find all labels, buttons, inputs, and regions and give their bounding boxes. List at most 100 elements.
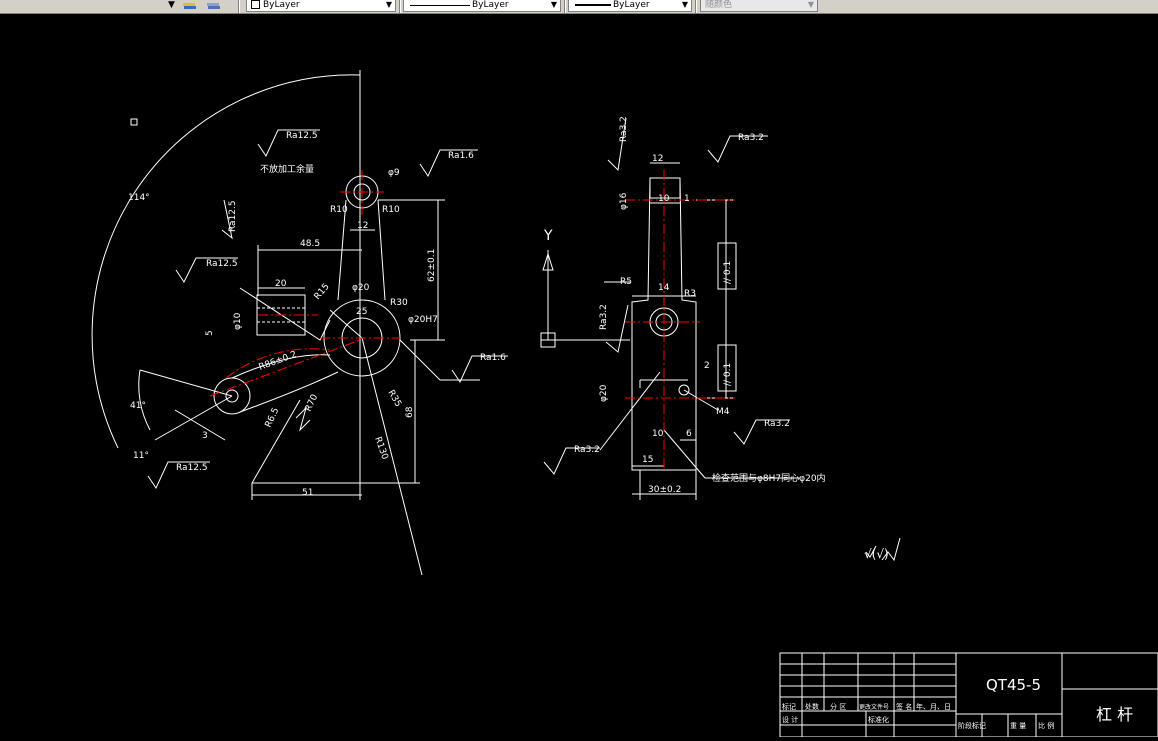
roughness-symbol	[543, 447, 600, 475]
dim-48-5: 48.5	[300, 239, 320, 249]
front-view	[91, 70, 508, 576]
dim-r15: R15	[313, 282, 332, 302]
title-block	[779, 652, 1158, 738]
tb-design-label: 设 计	[782, 715, 798, 724]
dim-14: 14	[658, 283, 670, 293]
inspect-leader	[663, 429, 706, 479]
parallelism-frame-b	[717, 344, 737, 392]
dim-5: 5	[205, 330, 215, 336]
tb-header-mark: 标记	[782, 702, 796, 711]
chevron-down-icon[interactable]: ▼	[681, 0, 688, 9]
slot-block	[256, 294, 306, 336]
m4-leader	[683, 389, 719, 411]
chevron-down-icon[interactable]: ▼	[550, 0, 557, 9]
side-centerlines	[625, 170, 735, 470]
tb-header-zone: 分 区	[830, 702, 846, 711]
lineweight-control[interactable]: ByLayer ▼	[568, 0, 692, 12]
dim-10: 10	[658, 194, 670, 204]
dim-1: 1	[684, 194, 690, 204]
layer-manager-icon[interactable]	[182, 1, 198, 13]
roughness-symbol	[607, 117, 627, 172]
drawing-area[interactable]: 114° 41° 11° Ra12.5 Ra1.6 不放加工余量 φ9 R10 …	[0, 14, 1158, 738]
left-boss-hole	[225, 389, 239, 403]
roughness-label: Ra12.5	[286, 131, 318, 141]
roughness-symbol	[451, 355, 508, 384]
angle-label-41: 41°	[130, 401, 146, 411]
roughness-symbol	[707, 135, 768, 163]
front-centerlines	[209, 170, 400, 397]
break-symbol	[295, 406, 311, 432]
lineweight-value: ByLayer	[613, 0, 650, 10]
chevron-down-icon[interactable]: ▼	[385, 0, 392, 9]
roughness-symbol	[221, 199, 233, 240]
dim-r3: R3	[684, 289, 696, 299]
angle-label-11: 11°	[133, 451, 149, 461]
tb-header-sign: 签 名	[896, 702, 912, 711]
dim-phi10: φ10	[233, 312, 243, 330]
tb-stage-label: 阶段标记	[958, 721, 986, 730]
roughness-symbol	[147, 461, 210, 490]
layer-dropdown-arrow[interactable]: ▼	[168, 0, 175, 10]
roughness-label: Ra3.2	[574, 445, 600, 455]
toolbar-separator	[399, 0, 401, 13]
tb-standard-label: 标准化	[868, 715, 889, 724]
layer-previous-icon[interactable]	[206, 1, 222, 13]
note-inspect: 检查范围与φ8H7同心φ20内	[712, 472, 826, 484]
roughness-symbol	[257, 129, 320, 158]
roughness-symbol	[175, 257, 238, 283]
dim-r30: R30	[390, 298, 408, 308]
top-lug	[649, 177, 681, 199]
grip-square[interactable]	[130, 118, 138, 126]
curved-arm-top	[231, 354, 331, 379]
note-allowance: 不放加工余量	[260, 163, 314, 175]
tb-header-date: 年、月、日	[916, 702, 951, 711]
part-name: 杠 杆	[1096, 705, 1133, 724]
dim-62: 62±0.1	[427, 249, 437, 282]
dim-3: 3	[202, 431, 208, 441]
dim-r10-left: R10	[330, 205, 348, 215]
dim-phi16: φ16	[619, 192, 629, 210]
roughness-note-symbol	[865, 537, 901, 562]
cad-drawing[interactable]: 114° 41° 11° Ra12.5 Ra1.6 不放加工余量 φ9 R10 …	[0, 14, 1158, 738]
side-view	[540, 117, 800, 500]
linetype-value: ByLayer	[472, 0, 509, 10]
dim-12-top: 12	[652, 154, 663, 164]
left-boss-outer	[213, 377, 251, 415]
roughness-label: Ra1.6	[448, 151, 474, 161]
dim-r70: R70	[304, 393, 321, 414]
dim-r130: R130	[372, 436, 390, 462]
color-swatch	[251, 0, 260, 9]
tb-weight-label: 重 量	[1010, 722, 1026, 730]
roughness-symbol	[733, 419, 790, 445]
linetype-control[interactable]: ByLayer ▼	[403, 0, 561, 12]
tb-header-doc: 更改文件号	[859, 703, 889, 711]
dim-phi20: φ20	[599, 384, 609, 402]
dim-r10-right: R10	[382, 205, 400, 215]
dim-6: 6	[686, 429, 692, 439]
toolbar-separator	[564, 0, 566, 13]
dim-25: 25	[356, 307, 367, 317]
dim-phi20: φ20	[352, 283, 370, 293]
slot-leader	[239, 287, 331, 341]
angle-label-114: 114°	[128, 193, 150, 203]
parallelism-frame-a	[717, 242, 737, 290]
dim-51: 51	[302, 488, 313, 498]
roughness-label: Ra3.2	[619, 116, 629, 142]
chevron-down-icon[interactable]: ▼	[807, 0, 814, 9]
tb-scale-label: 比 例	[1038, 721, 1054, 730]
lineweight-sample	[575, 4, 611, 6]
dim-r35: R35	[385, 389, 403, 409]
color-control[interactable]: ByLayer ▼	[246, 0, 396, 12]
dim-m4: M4	[716, 407, 730, 417]
roughness-label: Ra12.5	[176, 463, 208, 473]
y-axis-arrow-icon	[542, 252, 554, 271]
r65-leader	[251, 399, 301, 484]
y-axis-label: Y	[543, 228, 553, 244]
dim-10b: 10	[652, 429, 664, 439]
parallelism-tolerance: // 0.1	[723, 261, 733, 284]
dim-68: 68	[405, 406, 415, 418]
roughness-label: Ra3.2	[599, 304, 609, 330]
plotstyle-control[interactable]: 随颜色 ▼	[700, 0, 818, 12]
color-value: ByLayer	[263, 0, 300, 10]
angle-leg-11	[154, 395, 233, 441]
